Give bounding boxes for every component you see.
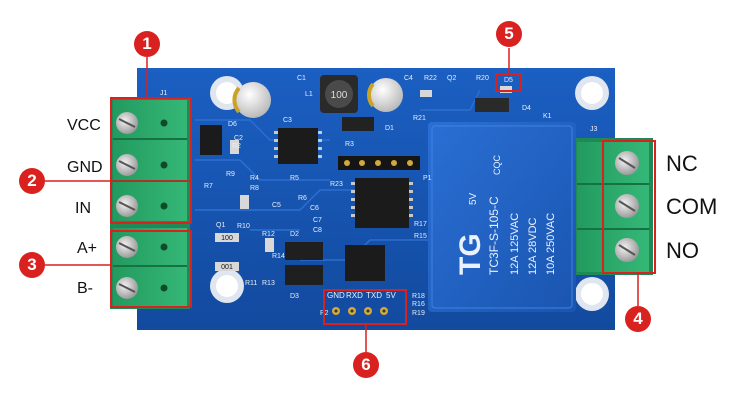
svg-text:D3: D3 [290, 293, 299, 300]
svg-text:R23: R23 [330, 181, 343, 188]
svg-text:R14: R14 [272, 253, 285, 260]
svg-text:R11: R11 [245, 280, 257, 287]
callout-badge-1: 1 [134, 31, 160, 57]
svg-text:R18: R18 [412, 293, 425, 300]
relay [428, 122, 576, 312]
svg-text:J3: J3 [590, 126, 598, 133]
svg-text:C4: C4 [404, 75, 413, 82]
svg-text:Q2: Q2 [447, 75, 456, 82]
svg-text:C5: C5 [272, 202, 281, 209]
svg-text:C2: C2 [234, 135, 243, 142]
relay-rating-3: 10A 250VAC [545, 213, 557, 275]
svg-text:C6: C6 [310, 205, 319, 212]
header-p2 [332, 307, 388, 315]
relay-coil: 5V [468, 192, 479, 205]
label-com: COM [666, 194, 718, 219]
svg-text:R9: R9 [226, 171, 235, 178]
svg-text:5V: 5V [386, 291, 396, 300]
svg-text:100: 100 [331, 90, 348, 101]
svg-text:R21: R21 [413, 115, 426, 122]
svg-text:R5: R5 [290, 175, 299, 182]
svg-text:D6: D6 [228, 121, 237, 128]
svg-text:001: 001 [221, 264, 233, 271]
svg-text:R17: R17 [414, 221, 427, 228]
svg-text:GND: GND [327, 291, 345, 300]
label-gnd: GND [67, 159, 103, 176]
ic-chips [200, 117, 409, 281]
left-screws [116, 112, 168, 299]
svg-text:C8: C8 [313, 227, 322, 234]
relay-brand: TG [454, 233, 487, 275]
svg-text:C3: C3 [283, 117, 292, 124]
svg-text:100: 100 [221, 235, 233, 242]
svg-text:D5: D5 [504, 77, 513, 84]
svg-text:J1: J1 [160, 90, 168, 97]
label-a-plus: A+ [77, 240, 98, 257]
relay-model: TC3F-S-105-C [487, 196, 501, 275]
svg-text:D4: D4 [522, 105, 531, 112]
callout-badge-4: 4 [625, 306, 651, 332]
svg-text:R3: R3 [345, 141, 354, 148]
svg-text:R19: R19 [412, 310, 425, 317]
pcb-traces [195, 89, 481, 261]
header-p1 [338, 156, 420, 170]
relay-cert: CQC [492, 155, 502, 176]
electrolytic-capacitors [232, 78, 403, 118]
svg-text:R2: R2 [232, 143, 241, 150]
label-nc: NC [666, 151, 698, 176]
svg-text:R13: R13 [262, 280, 275, 287]
svg-text:R4: R4 [250, 175, 259, 182]
ic-pins [274, 131, 413, 217]
label-vcc: VCC [67, 117, 101, 134]
callout-badge-3: 3 [19, 252, 45, 278]
svg-text:R7: R7 [204, 183, 213, 190]
svg-text:R10: R10 [237, 223, 250, 230]
svg-text:R6: R6 [298, 195, 307, 202]
svg-text:D2: D2 [290, 231, 299, 238]
svg-text:R20: R20 [476, 75, 489, 82]
label-in: IN [75, 200, 91, 217]
smd-parts [215, 86, 512, 271]
svg-text:Q1: Q1 [216, 222, 225, 229]
callout-badge-5: 5 [496, 21, 522, 47]
svg-text:D1: D1 [385, 125, 394, 132]
callout-outlines [45, 48, 656, 352]
relay-markings: TG 5V TC3F-S-105-C 12A 125VAC 12A 28VDC … [454, 155, 557, 276]
svg-text:K1: K1 [543, 113, 552, 120]
svg-text:RXD: RXD [346, 291, 363, 300]
svg-text:C1: C1 [297, 75, 306, 82]
callout-badge-2: 2 [19, 168, 45, 194]
callout-badge-6: 6 [353, 352, 379, 378]
svg-text:R8: R8 [250, 185, 259, 192]
svg-text:TXD: TXD [366, 291, 382, 300]
inductor: 100 [320, 75, 358, 113]
relay-rating-1: 12A 125VAC [509, 213, 521, 275]
svg-text:R22: R22 [424, 75, 437, 82]
svg-text:R12: R12 [262, 231, 275, 238]
svg-text:R16: R16 [412, 301, 425, 308]
diodes [285, 98, 509, 285]
relay-rating-2: 12A 28VDC [527, 217, 539, 275]
svg-text:P1: P1 [423, 175, 432, 182]
label-b-minus: B- [77, 280, 93, 297]
silkscreen-labels: J1 J3 K1 P1 P2 C1 C2 C3 C4 C5 C6 C7 C8 L… [160, 75, 598, 317]
right-terminal-block [573, 138, 653, 275]
svg-text:C7: C7 [313, 217, 322, 224]
svg-text:L1: L1 [305, 91, 313, 98]
svg-text:R15: R15 [414, 233, 427, 240]
label-no: NO [666, 238, 699, 263]
